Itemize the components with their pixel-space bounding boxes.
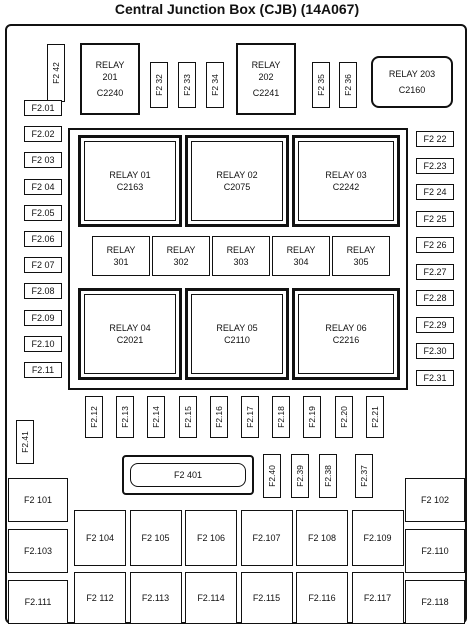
cartridge-row1-1: F2 104 bbox=[74, 510, 126, 566]
relay-301: RELAY 301 bbox=[92, 236, 150, 276]
fuse-f2-35: F2 35 bbox=[312, 62, 330, 108]
relay-01: RELAY 01 C2163 bbox=[78, 135, 182, 227]
fuse-right-1: F2 22 bbox=[416, 131, 454, 147]
cartridge-row1-5: F2 108 bbox=[296, 510, 348, 566]
fuse-left-10: F2.10 bbox=[24, 335, 62, 352]
relay-202: RELAY 202 C2241 bbox=[236, 43, 296, 115]
fuse-f2-33: F2 33 bbox=[178, 62, 196, 108]
fuse-left-8: F2.08 bbox=[24, 283, 62, 300]
relay-203: RELAY 203 C2160 bbox=[371, 56, 453, 108]
fuse-right-6: F2.27 bbox=[416, 263, 454, 280]
fuse-f2-42: F2 42 bbox=[47, 44, 65, 102]
maxi-fuse-f2-401: F2 401 bbox=[122, 455, 254, 495]
cartridge-row2-1: F2 112 bbox=[74, 572, 126, 624]
relay-305: RELAY 305 bbox=[332, 236, 390, 276]
cartridge-row2-4: F2.115 bbox=[240, 572, 293, 624]
fuse-right-2: F2.23 bbox=[416, 157, 454, 174]
cartridge-row2-6: F2.117 bbox=[351, 572, 404, 624]
fuse-f2-40: F2.40 bbox=[263, 454, 281, 498]
relay-04: RELAY 04 C2021 bbox=[78, 288, 182, 380]
fuse-left-6: F2.06 bbox=[24, 231, 62, 247]
fuse-right-4: F2 25 bbox=[416, 210, 454, 227]
fuse-row-1: F2.12 bbox=[85, 396, 103, 438]
fuse-right-7: F2.28 bbox=[416, 290, 454, 306]
cartridge-right-2: F2.110 bbox=[405, 529, 465, 573]
relay-06: RELAY 06 C2216 bbox=[292, 288, 400, 380]
cartridge-row1-3: F2 106 bbox=[185, 510, 237, 566]
fuse-f2-32: F2 32 bbox=[150, 62, 168, 108]
fuse-left-1: F2.01 bbox=[24, 100, 62, 116]
cartridge-row1-6: F2.109 bbox=[351, 510, 404, 566]
diagram-title: Central Junction Box (CJB) (14A067) bbox=[114, 1, 360, 17]
cartridge-left-2: F2.103 bbox=[8, 529, 68, 573]
fuse-right-8: F2.29 bbox=[416, 316, 454, 333]
cartridge-right-1: F2 102 bbox=[405, 478, 465, 522]
relay-201: RELAY 201 C2240 bbox=[80, 43, 140, 115]
fuse-left-4: F2 04 bbox=[24, 178, 62, 195]
fuse-left-5: F2.05 bbox=[24, 204, 62, 221]
fuse-row-2: F2.13 bbox=[116, 396, 135, 438]
fuse-f2-41: F2.41 bbox=[16, 420, 34, 464]
relay-302: RELAY 302 bbox=[152, 236, 210, 276]
fuse-f2-37: F2.37 bbox=[355, 454, 373, 498]
fuse-row-3: F2.14 bbox=[147, 396, 166, 438]
fuse-row-9: F2.20 bbox=[334, 396, 353, 438]
cartridge-left-1: F2 101 bbox=[8, 478, 68, 522]
relay-02: RELAY 02 C2075 bbox=[185, 135, 289, 227]
relay-05: RELAY 05 C2110 bbox=[185, 288, 289, 380]
fuse-f2-38: F2.38 bbox=[319, 454, 337, 498]
fuse-right-9: F2.30 bbox=[416, 343, 454, 359]
fuse-f2-36: F2 36 bbox=[339, 62, 357, 108]
cartridge-row2-3: F2.114 bbox=[185, 572, 237, 624]
cartridge-left-3: F2.111 bbox=[8, 580, 68, 624]
cartridge-row2-5: F2.116 bbox=[296, 572, 348, 624]
relay-03: RELAY 03 C2242 bbox=[292, 135, 400, 227]
fuse-row-8: F2.19 bbox=[303, 396, 322, 438]
fuse-left-3: F2 03 bbox=[24, 152, 62, 169]
fuse-left-9: F2.09 bbox=[24, 309, 62, 326]
cartridge-row1-2: F2 105 bbox=[129, 510, 182, 566]
fuse-right-3: F2 24 bbox=[416, 184, 454, 200]
fuse-left-2: F2.02 bbox=[24, 126, 62, 143]
fuse-left-7: F2 07 bbox=[24, 257, 62, 274]
relay-303: RELAY 303 bbox=[212, 236, 270, 276]
fuse-row-4: F2.15 bbox=[178, 396, 197, 438]
cartridge-row2-2: F2.113 bbox=[129, 572, 182, 624]
fuse-left-11: F2.11 bbox=[24, 362, 62, 378]
relay-304: RELAY 304 bbox=[272, 236, 330, 276]
fuse-row-10: F2.21 bbox=[365, 396, 384, 438]
cartridge-row1-4: F2.107 bbox=[240, 510, 293, 566]
fuse-right-5: F2 26 bbox=[416, 237, 454, 253]
fuse-f2-39: F2.39 bbox=[291, 454, 309, 498]
fuse-row-7: F2.18 bbox=[272, 396, 291, 438]
fuse-row-6: F2.17 bbox=[241, 396, 259, 438]
fuse-row-5: F2.16 bbox=[209, 396, 228, 438]
fuse-f2-34: F2 34 bbox=[206, 62, 224, 108]
cartridge-right-3: F2.118 bbox=[405, 580, 465, 624]
fuse-right-10: F2.31 bbox=[416, 369, 454, 386]
